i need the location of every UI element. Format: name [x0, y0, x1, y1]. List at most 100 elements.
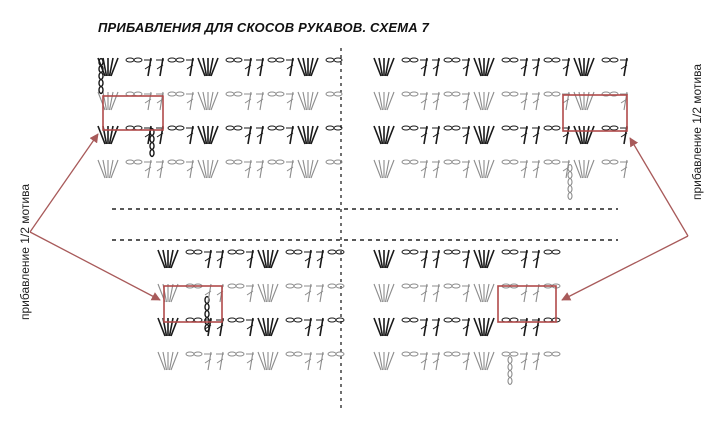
chain-oval-symbol: [601, 159, 611, 165]
fan-symbol: [257, 283, 266, 303]
double-crochet-symbol: [219, 249, 224, 269]
double-crochet-symbol: [147, 91, 152, 111]
double-crochet-symbol: [159, 57, 164, 77]
chain-oval-symbol: [443, 125, 453, 131]
double-crochet-symbol: [156, 98, 164, 104]
fan-symbol: [302, 159, 308, 179]
chain-oval-symbol: [509, 91, 519, 97]
double-crochet-symbol: [286, 98, 294, 104]
double-crochet-symbol: [432, 290, 440, 296]
chain-oval-symbol: [551, 91, 561, 97]
fan-symbol: [478, 91, 484, 111]
fan-symbol: [108, 57, 114, 77]
double-crochet-symbol: [532, 324, 540, 330]
double-crochet-symbol: [186, 166, 194, 172]
chain-oval-symbol: [275, 57, 285, 63]
chain-oval-symbol: [409, 317, 419, 323]
fan-symbol: [478, 317, 484, 337]
highlight-box-top-right: [562, 94, 628, 132]
fan-symbol: [386, 125, 395, 145]
chain-oval-symbol: [225, 57, 235, 63]
fan-symbol: [168, 317, 174, 337]
double-crochet-symbol: [307, 249, 312, 269]
chain-oval-symbol: [167, 125, 177, 131]
arrow-icon: [629, 137, 689, 237]
double-crochet-symbol: [189, 125, 194, 145]
double-crochet-symbol: [244, 132, 252, 138]
fan-symbol: [97, 125, 106, 145]
chain-oval-symbol: [609, 125, 619, 131]
double-crochet-symbol: [535, 57, 540, 77]
double-crochet-symbol: [562, 132, 570, 138]
double-crochet-symbol: [535, 125, 540, 145]
fan-symbol: [310, 91, 319, 111]
fan-symbol: [202, 159, 208, 179]
chain-oval-symbol: [401, 125, 411, 131]
fan-symbol: [208, 125, 214, 145]
chain-oval-symbol: [451, 317, 461, 323]
fan-symbol: [586, 125, 595, 145]
chain-oval-symbol: [167, 57, 177, 63]
double-crochet-symbol: [435, 351, 440, 371]
chain-oval-symbol: [285, 283, 295, 289]
chain-oval-symbol: [543, 91, 553, 97]
double-crochet-symbol: [535, 283, 540, 303]
double-crochet-symbol: [423, 57, 428, 77]
fan-symbol: [297, 91, 306, 111]
double-crochet-symbol: [216, 324, 224, 330]
double-crochet-symbol: [462, 166, 470, 172]
double-crochet-symbol: [307, 283, 312, 303]
fan-symbol: [302, 57, 308, 77]
double-crochet-symbol: [189, 91, 194, 111]
fan-symbol: [157, 249, 166, 269]
double-crochet-symbol: [147, 57, 152, 77]
chain-oval-symbol: [267, 159, 277, 165]
chain-oval-symbol: [275, 125, 285, 131]
double-crochet-symbol: [289, 91, 294, 111]
fan-symbol: [97, 91, 106, 111]
fan-symbol: [197, 125, 206, 145]
double-crochet-symbol: [532, 358, 540, 364]
chain-oval-symbol: [451, 351, 461, 357]
chain-oval-symbol: [567, 178, 573, 186]
double-crochet-symbol: [565, 125, 570, 145]
chain-oval-symbol: [227, 283, 237, 289]
fan-symbol: [373, 249, 382, 269]
fan-symbol: [373, 351, 382, 371]
double-crochet-symbol: [465, 283, 470, 303]
fan-symbol: [573, 125, 582, 145]
double-crochet-symbol: [304, 358, 312, 364]
double-crochet-symbol: [259, 125, 264, 145]
fan-symbol: [484, 283, 490, 303]
fan-symbol: [486, 125, 495, 145]
fan-symbol: [168, 249, 174, 269]
fan-symbol: [586, 159, 595, 179]
double-crochet-symbol: [465, 317, 470, 337]
fan-symbol: [386, 351, 395, 371]
fan-symbol: [197, 57, 206, 77]
chain-oval-symbol: [543, 351, 553, 357]
double-crochet-symbol: [523, 57, 528, 77]
chain-oval-symbol: [543, 125, 553, 131]
double-crochet-symbol: [189, 57, 194, 77]
double-crochet-symbol: [465, 159, 470, 179]
double-crochet-symbol: [432, 98, 440, 104]
double-crochet-symbol: [156, 64, 164, 70]
fan-symbol: [262, 317, 268, 337]
chain-oval-symbol: [149, 141, 155, 151]
double-crochet-symbol: [520, 64, 528, 70]
chain-oval-symbol: [293, 283, 303, 289]
double-crochet-symbol: [304, 256, 312, 262]
fan-symbol: [373, 159, 382, 179]
fan-symbol: [170, 351, 179, 371]
double-crochet-symbol: [562, 98, 570, 104]
chain-oval-symbol: [275, 159, 285, 165]
chain-oval-symbol: [327, 249, 337, 255]
fan-symbol: [386, 317, 395, 337]
fan-symbol: [210, 57, 219, 77]
double-crochet-symbol: [147, 159, 152, 179]
fan-symbol: [97, 159, 106, 179]
double-crochet-symbol: [319, 317, 324, 337]
chain-oval-symbol: [507, 370, 513, 378]
double-crochet-symbol: [319, 283, 324, 303]
